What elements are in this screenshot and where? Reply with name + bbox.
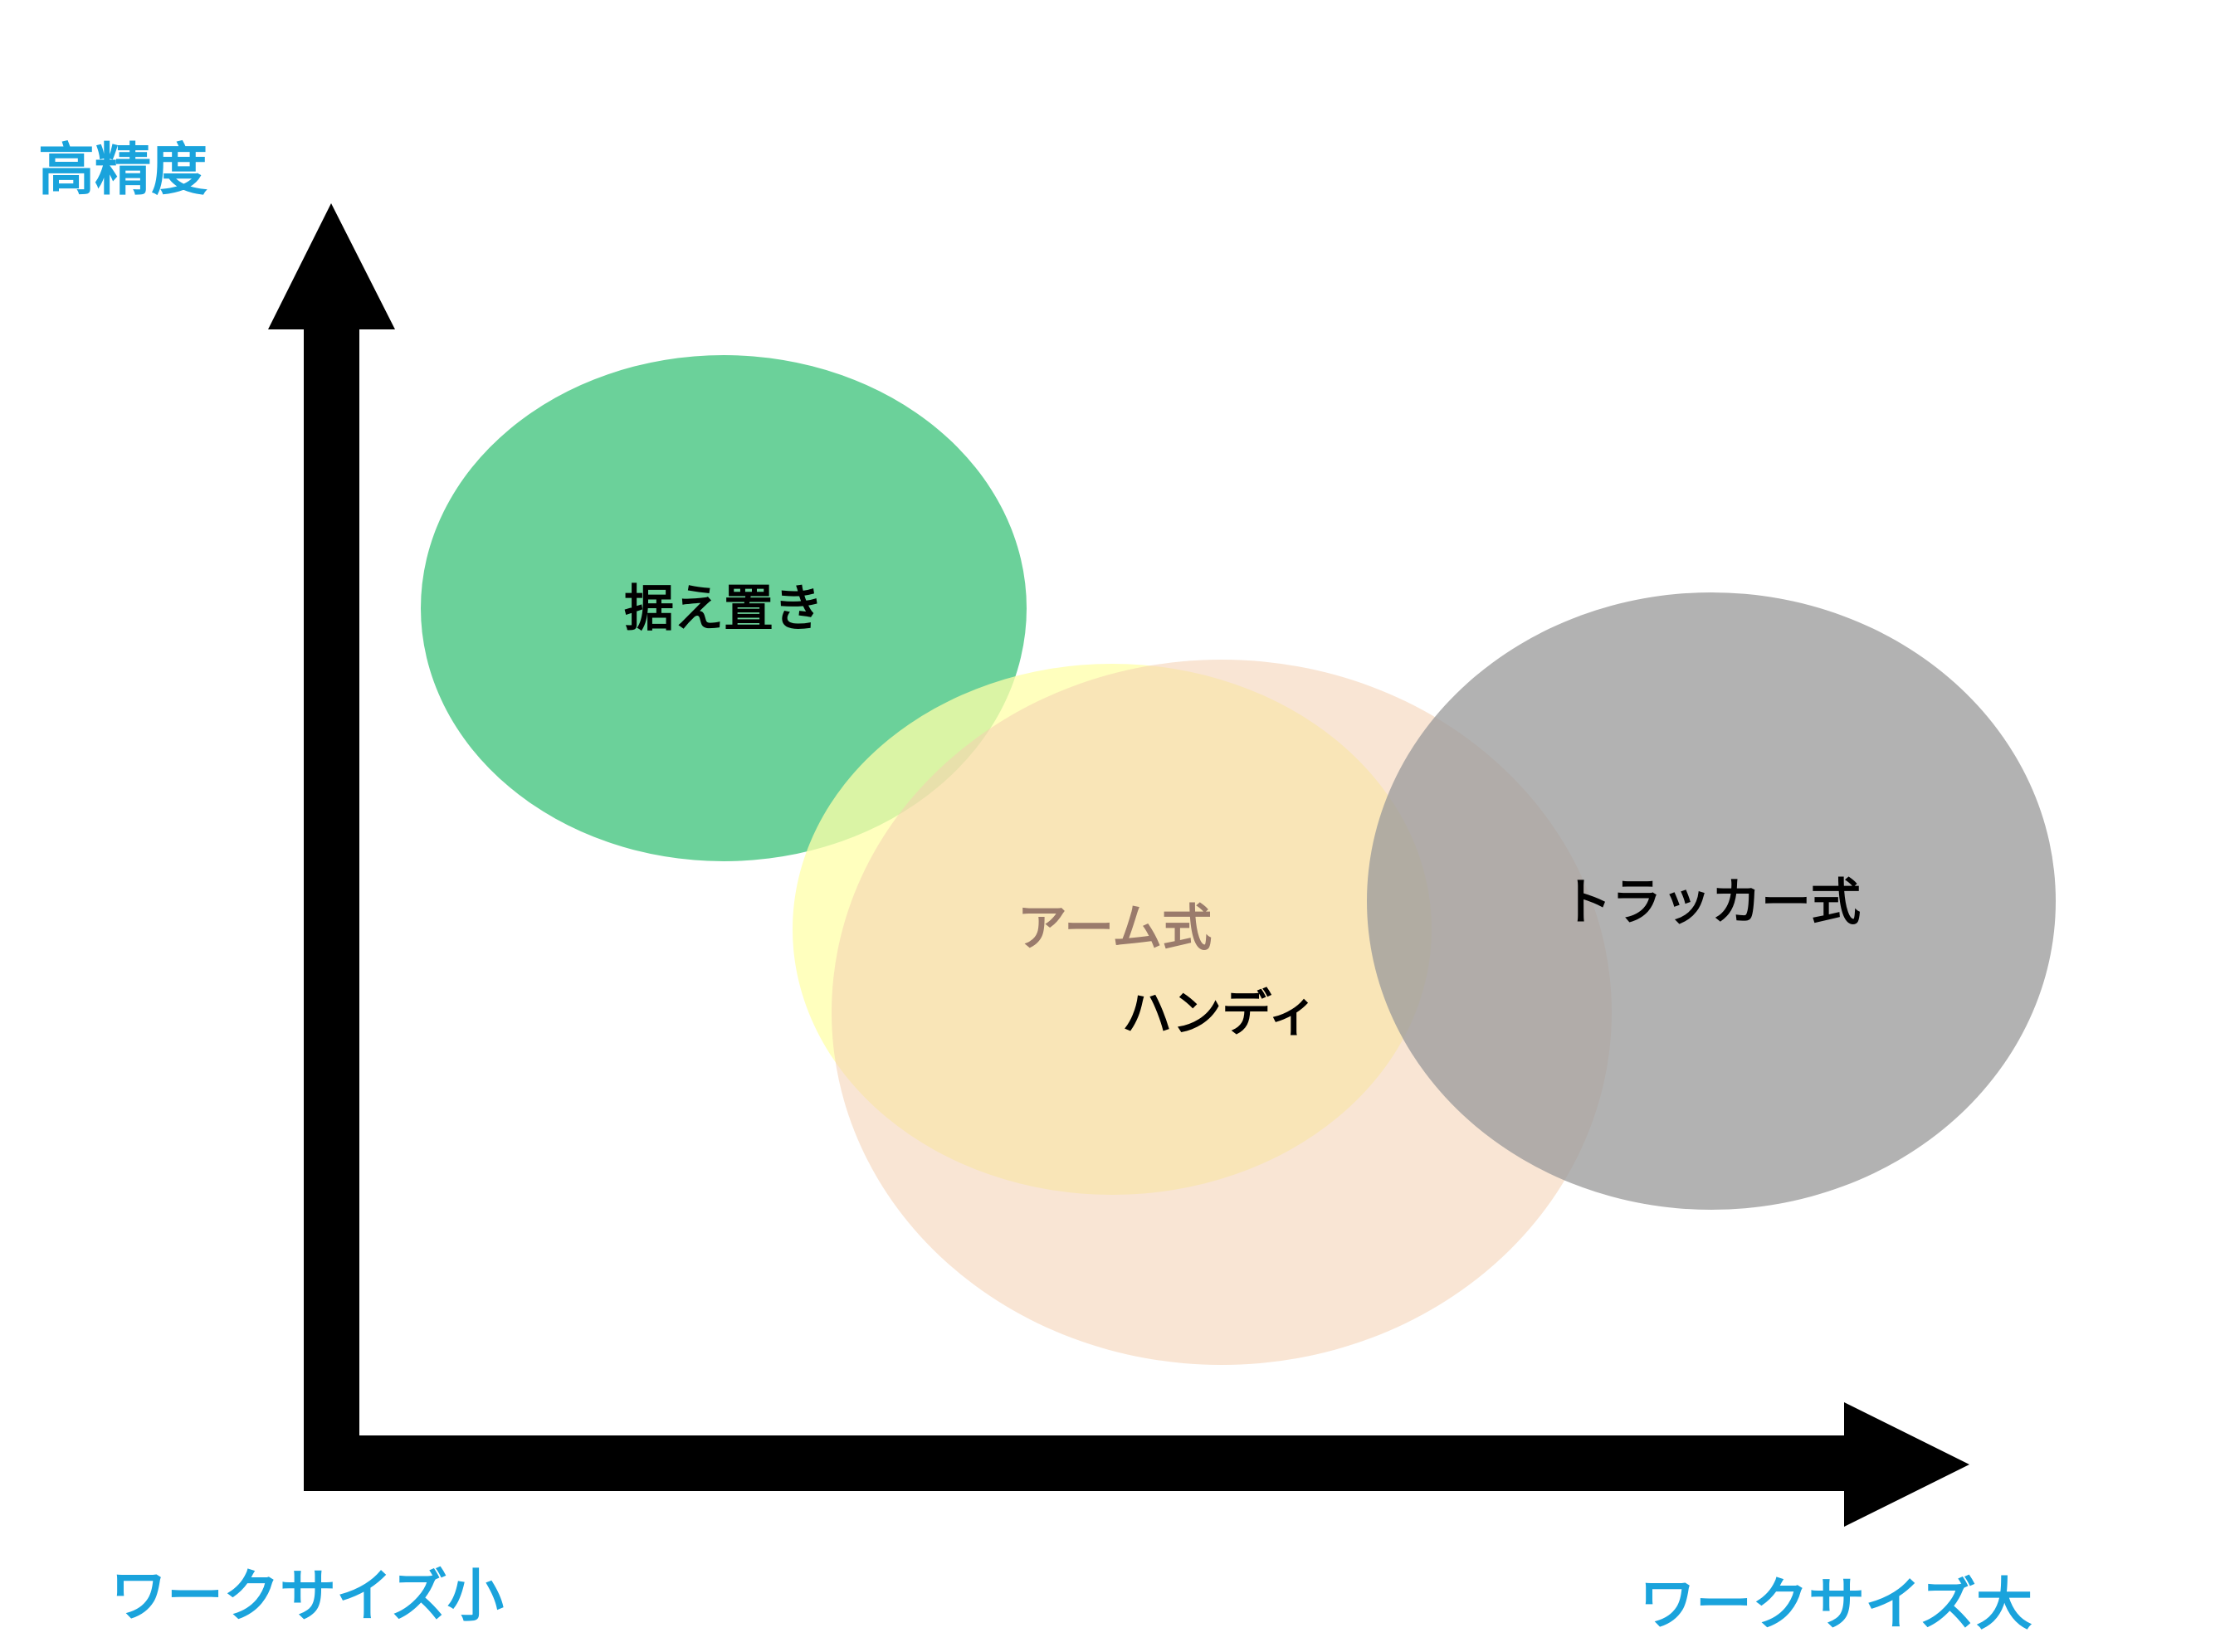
region-tracker-ellipse — [1367, 592, 2056, 1210]
region-stationary-ellipse — [421, 355, 1027, 861]
x-axis-left-label: ワークサイズ小 — [110, 1564, 504, 1630]
x-axis-right-label: ワークサイズ大 — [1639, 1572, 2032, 1638]
y-axis-top-label: 高精度 — [38, 138, 207, 203]
region-arm-label: アーム式 — [1017, 899, 1213, 958]
region-handy-label: ハンディ — [1122, 985, 1318, 1043]
region-tracker-label: トラッカー式 — [1562, 874, 1861, 932]
region-stationary-label: 据え置き — [624, 580, 823, 638]
regions — [421, 355, 2056, 1365]
